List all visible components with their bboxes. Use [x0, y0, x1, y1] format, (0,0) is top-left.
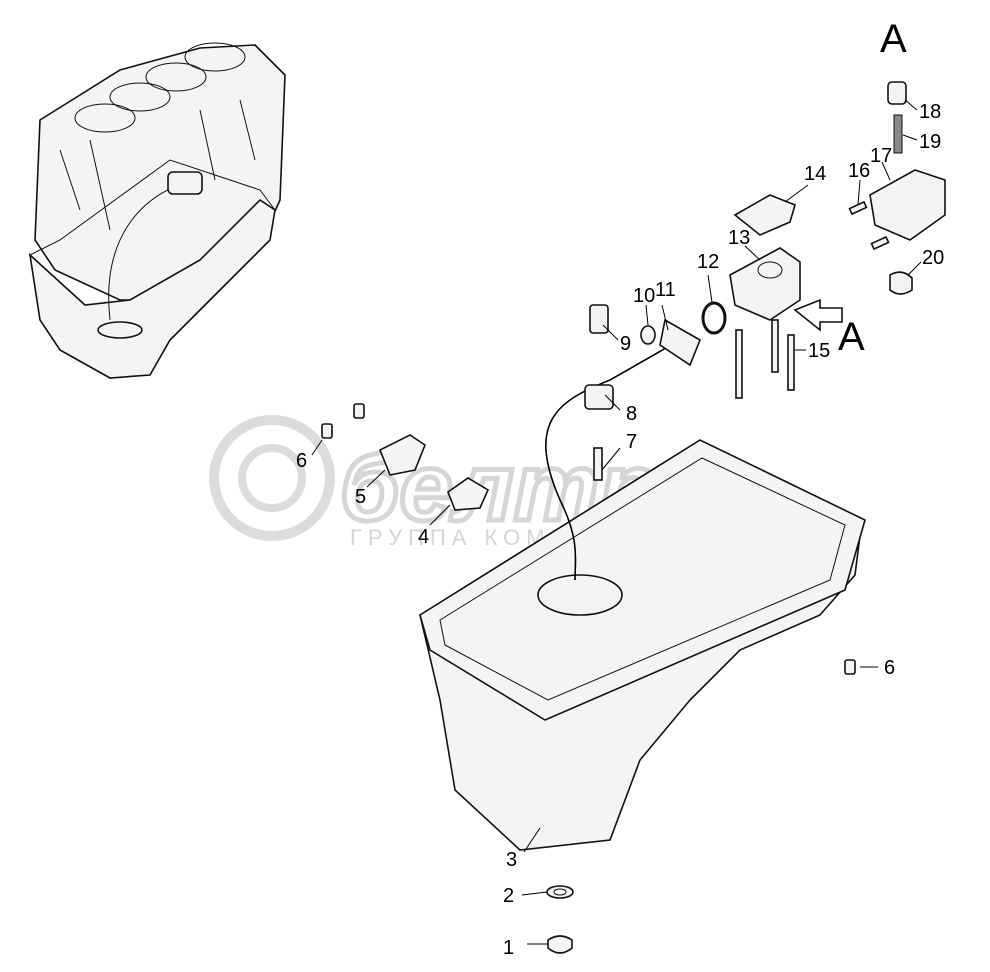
- leader-13: [744, 245, 761, 261]
- leader-10: [645, 304, 649, 326]
- pump-bolt-b: [771, 319, 779, 373]
- callout-2: 2: [503, 885, 514, 907]
- callout-14: 14: [804, 163, 826, 185]
- leader-5: [366, 469, 386, 488]
- leader-14: [784, 184, 809, 203]
- bolt-18: [887, 81, 907, 105]
- tube-bracket: [584, 384, 614, 410]
- leader-18: [904, 99, 918, 111]
- plug-20: [889, 271, 913, 295]
- leader-8: [604, 394, 621, 411]
- oil-pan-inner-rim: [439, 457, 846, 701]
- stud-19: [893, 114, 903, 154]
- callout-17: 17: [870, 145, 892, 167]
- cover-5: [378, 434, 426, 476]
- gasket-4: [447, 477, 490, 511]
- callout-12: 12: [697, 251, 719, 273]
- cylinder-bore-4: [184, 42, 246, 72]
- leader-lines: [311, 99, 922, 945]
- pin-16-a: [848, 200, 868, 216]
- tube-flange: [659, 318, 702, 367]
- leader-16: [857, 179, 861, 206]
- pump-bolt-c: [787, 334, 795, 391]
- cylinder-bore-3: [145, 62, 207, 92]
- view-letter-header: A: [880, 17, 907, 61]
- callout-3: 3: [506, 849, 517, 871]
- washer-10: [640, 325, 656, 345]
- watermark-logo-outer: [209, 415, 335, 541]
- leader-4: [429, 504, 451, 526]
- bolt-7: [593, 447, 603, 481]
- leader-3: [523, 827, 541, 853]
- oil-pump-13-body: [729, 247, 801, 321]
- callout-7: 7: [626, 431, 637, 453]
- pickup-tube-outline: [545, 339, 681, 581]
- callout-13: 13: [728, 227, 750, 249]
- callout-1: 1: [503, 937, 514, 959]
- bolt-6-right: [844, 659, 856, 675]
- drain-parts: [546, 885, 574, 954]
- oil-pan-main: [419, 439, 866, 851]
- watermark-logo-inner: [238, 444, 306, 512]
- leader-12: [707, 274, 713, 303]
- callout-15: 15: [808, 340, 830, 362]
- oil-pan-flange: [419, 439, 866, 721]
- callout-16: 16: [848, 160, 870, 182]
- cylinder-bore-2: [109, 82, 171, 112]
- leader-11: [661, 304, 669, 331]
- callout-4: 4: [418, 526, 429, 548]
- pickup-tube: [545, 318, 702, 581]
- bolt-6-upper: [353, 403, 365, 419]
- pump-bolt-a: [735, 329, 743, 399]
- leader-9: [602, 324, 619, 341]
- oil-pan-small: [28, 198, 276, 379]
- callout-6-right: 6: [884, 657, 895, 679]
- oil-pump-13: [729, 247, 801, 399]
- callout-11: 11: [655, 279, 676, 301]
- pump-housing-small: [167, 171, 203, 195]
- bolt-9: [589, 304, 609, 334]
- pickup-strainer: [537, 574, 623, 616]
- callout-10: 10: [633, 285, 655, 307]
- sealing-washer-hole: [553, 888, 567, 896]
- oil-pump-13-port: [757, 261, 783, 279]
- view-a-assembly: [848, 81, 946, 295]
- callout-labels: 1 2 3 4 5 6 6 7 8 9 10 11 12 13 14 15 16…: [296, 101, 944, 959]
- o-ring-12: [701, 301, 727, 335]
- bolt-6-left: [321, 423, 333, 439]
- leader-7: [601, 447, 621, 471]
- pin-16-b: [870, 235, 890, 251]
- oil-pan-small-flange: [29, 159, 276, 256]
- drain-plug: [547, 935, 573, 954]
- callout-20: 20: [922, 247, 944, 269]
- view-letter-arrow: A: [838, 315, 865, 359]
- cylinder-bore-1: [74, 103, 136, 133]
- leader-17: [881, 161, 891, 181]
- block-ribs: [59, 99, 256, 231]
- callout-5: 5: [355, 486, 366, 508]
- gasket-14: [733, 194, 796, 236]
- callout-6-left: 6: [296, 450, 307, 472]
- leader-2: [521, 891, 548, 896]
- callout-19: 19: [919, 131, 941, 153]
- oil-pump-17: [869, 169, 946, 241]
- view-a-arrow: [793, 298, 843, 332]
- callout-9: 9: [620, 333, 631, 355]
- callout-8: 8: [626, 403, 637, 425]
- leader-19: [902, 134, 918, 141]
- callout-18: 18: [919, 101, 941, 123]
- leader-6a: [311, 439, 323, 456]
- pickup-strainer-small: [97, 321, 143, 339]
- leader-20: [907, 261, 922, 276]
- engine-block-assembly: [28, 42, 286, 379]
